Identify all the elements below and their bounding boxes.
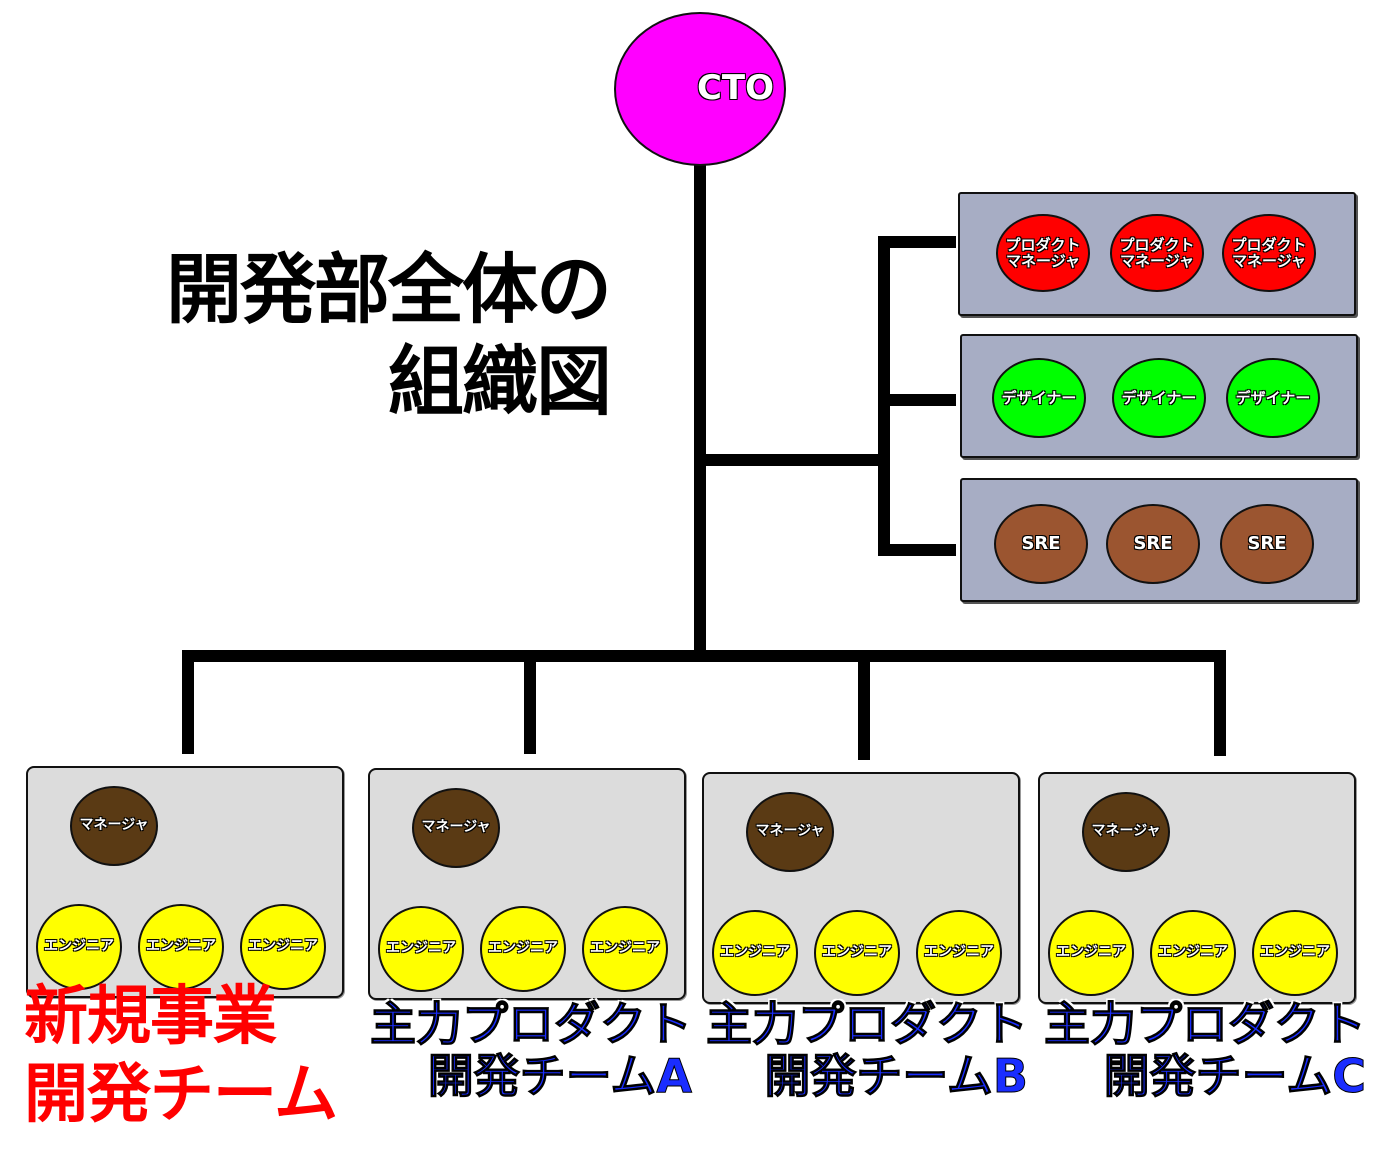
title-line-1: 開発部全体の bbox=[166, 245, 612, 334]
team-label-new-business: 新規事業 開発チーム bbox=[24, 980, 338, 1132]
pm-node: プロダクト マネージャ bbox=[1222, 214, 1316, 292]
manager-node: マネージャ bbox=[1082, 792, 1170, 872]
team-box-a: マネージャ エンジニア エンジニア エンジニア bbox=[368, 768, 686, 1000]
sre-group: SRE SRE SRE bbox=[960, 478, 1358, 602]
team-box-b: マネージャ エンジニア エンジニア エンジニア bbox=[702, 772, 1020, 1004]
designer-group: デザイナー デザイナー デザイナー bbox=[960, 334, 1358, 458]
engineer-node: エンジニア bbox=[480, 906, 566, 992]
engineer-node: エンジニア bbox=[138, 904, 224, 990]
engineer-node: エンジニア bbox=[814, 910, 900, 996]
designer-node: デザイナー bbox=[1112, 358, 1206, 438]
sre-node: SRE bbox=[1220, 504, 1314, 584]
title-line-2: 組織図 bbox=[388, 337, 612, 426]
designer-node: デザイナー bbox=[1226, 358, 1320, 438]
engineer-node: エンジニア bbox=[1048, 910, 1134, 996]
engineer-node: エンジニア bbox=[1252, 910, 1338, 996]
team-box-new-business: マネージャ エンジニア エンジニア エンジニア bbox=[26, 766, 344, 998]
pm-node: プロダクト マネージャ bbox=[996, 214, 1090, 292]
pm-group: プロダクト マネージャ プロダクト マネージャ プロダクト マネージャ bbox=[958, 192, 1356, 316]
team-label-b: 主力プロダクト 開発チームB bbox=[706, 997, 1029, 1103]
manager-node: マネージャ bbox=[412, 788, 500, 868]
engineer-node: エンジニア bbox=[582, 906, 668, 992]
page-title: 開発部全体の 組織図 bbox=[166, 244, 612, 428]
manager-node: マネージャ bbox=[746, 792, 834, 872]
team-label-a: 主力プロダクト 開発チームA bbox=[370, 997, 693, 1103]
designer-node: デザイナー bbox=[992, 358, 1086, 438]
engineer-node: エンジニア bbox=[378, 906, 464, 992]
team-box-c: マネージャ エンジニア エンジニア エンジニア bbox=[1038, 772, 1356, 1004]
sre-node: SRE bbox=[994, 504, 1088, 584]
engineer-node: エンジニア bbox=[712, 910, 798, 996]
sre-node: SRE bbox=[1106, 504, 1200, 584]
team-label-c: 主力プロダクト 開発チームC bbox=[1044, 997, 1367, 1103]
cto-node: CTO bbox=[614, 12, 786, 166]
manager-node: マネージャ bbox=[70, 786, 158, 866]
pm-node: プロダクト マネージャ bbox=[1110, 214, 1204, 292]
engineer-node: エンジニア bbox=[916, 910, 1002, 996]
engineer-node: エンジニア bbox=[240, 904, 326, 990]
engineer-node: エンジニア bbox=[1150, 910, 1236, 996]
engineer-node: エンジニア bbox=[36, 904, 122, 990]
